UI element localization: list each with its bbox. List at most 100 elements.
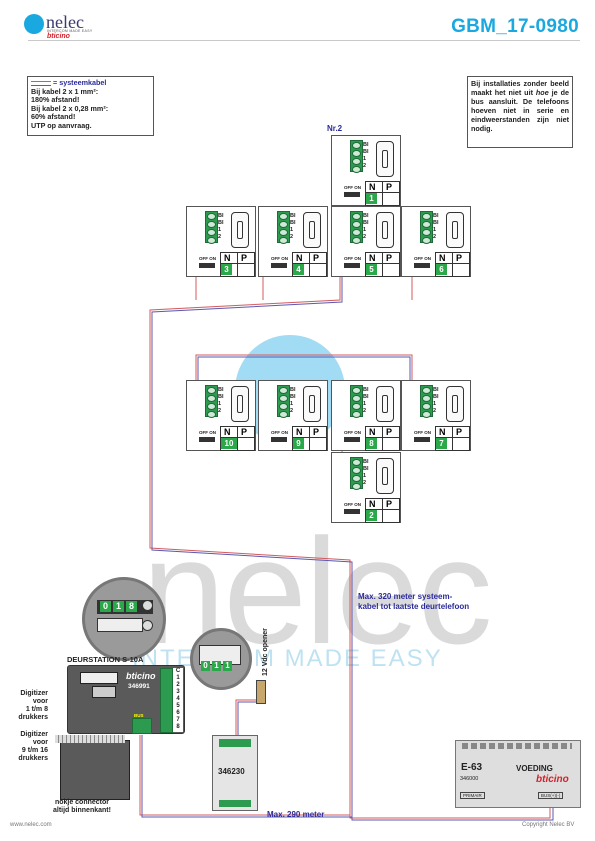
phone-number: 4 xyxy=(293,264,304,275)
opener-label: 12 Vdc opener xyxy=(262,628,269,676)
label-max290: Max. 290 meter xyxy=(267,810,325,819)
terminal-label: 2 xyxy=(433,234,437,240)
terminal-label: BI xyxy=(218,394,224,400)
legend-label: = systeemkabel xyxy=(53,78,107,87)
terminal-label: 4 xyxy=(176,696,180,702)
switch xyxy=(344,437,360,442)
cable-red xyxy=(235,699,258,735)
module-346230: 346230 xyxy=(212,735,258,811)
n-label: N xyxy=(369,182,376,192)
terminal-block xyxy=(205,385,218,418)
cable-red xyxy=(139,735,350,816)
psu-name: VOEDING xyxy=(516,764,553,773)
terminal-label: BI xyxy=(218,220,224,226)
zoom-digit: 1 xyxy=(223,661,232,671)
module-model: 346230 xyxy=(218,767,245,776)
handset-icon xyxy=(376,141,394,177)
psu-part: 346000 xyxy=(460,776,479,782)
terminal-label: 2 xyxy=(363,234,367,240)
terminal-label: 2 xyxy=(218,408,222,414)
switch xyxy=(414,437,430,442)
phone-number: 5 xyxy=(366,264,377,275)
terminal-label: 6 xyxy=(176,710,180,716)
psu-brand: bticino xyxy=(536,774,569,785)
n-label: N xyxy=(224,427,231,437)
door-model: 346991 xyxy=(128,683,150,690)
label-max320: Max. 320 meter systeem- kabel tot laatst… xyxy=(358,592,470,611)
terminal-label: BI xyxy=(290,213,296,219)
switch xyxy=(271,263,287,268)
terminal-block xyxy=(277,385,290,418)
zoom-panel xyxy=(97,600,153,614)
terminal-block xyxy=(350,457,363,490)
terminal-label: 3 xyxy=(176,689,180,695)
note-text-a: Bij installaties zonder beeld maakt het … xyxy=(471,79,569,97)
terminal-label: 1 xyxy=(218,401,222,407)
terminal-label: 2 xyxy=(433,408,437,414)
terminal-strip xyxy=(160,668,173,733)
terminal-label: C xyxy=(175,668,181,674)
terminal-label: BI xyxy=(218,213,224,219)
note-line: Bij kabel 2 x 1 mm²: xyxy=(31,86,99,96)
n-label: N xyxy=(369,499,376,509)
header-divider xyxy=(28,40,580,41)
phone-number: 6 xyxy=(436,264,447,275)
terminal-label: BI xyxy=(363,387,369,393)
digitizer-module xyxy=(60,740,130,800)
switch xyxy=(271,437,287,442)
note-text-b: je de bus aansluit. De telefoons hoeven … xyxy=(471,88,569,133)
terminal-label: 1 xyxy=(433,401,437,407)
offon-label: OFF ON xyxy=(414,256,431,261)
terminal-label: 1 xyxy=(290,401,294,407)
zoom-digit: 0 xyxy=(201,661,210,671)
p-label: P xyxy=(456,427,463,437)
note-line: UTP op aanvraag. xyxy=(31,120,92,130)
phone-number: 2 xyxy=(366,510,377,521)
dip-switch xyxy=(92,686,116,698)
terminal-label: BI xyxy=(290,394,296,400)
cable-blue xyxy=(141,735,352,818)
cable-blue xyxy=(237,701,256,735)
phone-number: 7 xyxy=(436,438,447,449)
handset-icon xyxy=(303,386,321,422)
psu-model: E-63 xyxy=(461,762,483,773)
handset-icon xyxy=(376,458,394,494)
terminal-label: 1 xyxy=(218,227,222,233)
legend-row: = systeemkabel xyxy=(31,78,150,88)
logo-sub: bticino xyxy=(47,33,70,40)
terminal-label: BI xyxy=(363,149,369,155)
handset-icon xyxy=(303,212,321,248)
terminal-label: 1 xyxy=(176,675,180,681)
switch xyxy=(344,263,360,268)
terminal-label: 1 xyxy=(290,227,294,233)
zoom-digit: 0 xyxy=(100,601,111,612)
door-opener-icon xyxy=(256,680,266,704)
terminal-label: 1 xyxy=(363,156,367,162)
terminal-label: BI xyxy=(363,220,369,226)
power-supply: E-63 VOEDING bticino 346000 PRIMAIR BUS(… xyxy=(455,740,581,808)
terminal-label: BI xyxy=(433,213,439,219)
connector-note: nokje connector altijd binnenkant! xyxy=(53,799,111,814)
psu-top-terminals xyxy=(462,743,572,749)
switch xyxy=(414,263,430,268)
zoom-detail-digitizer: 0 1 8 xyxy=(82,577,166,661)
logo-tagline: INTERCOM MADE EASY xyxy=(47,29,93,33)
n-label: N xyxy=(224,253,231,263)
handset-icon xyxy=(446,386,464,422)
door-brand: bticino xyxy=(126,671,156,681)
terminal-label: BI xyxy=(433,394,439,400)
n-label: N xyxy=(439,253,446,263)
offon-label: OFF ON xyxy=(344,185,361,190)
p-label: P xyxy=(456,253,463,263)
terminal-block xyxy=(420,385,433,418)
